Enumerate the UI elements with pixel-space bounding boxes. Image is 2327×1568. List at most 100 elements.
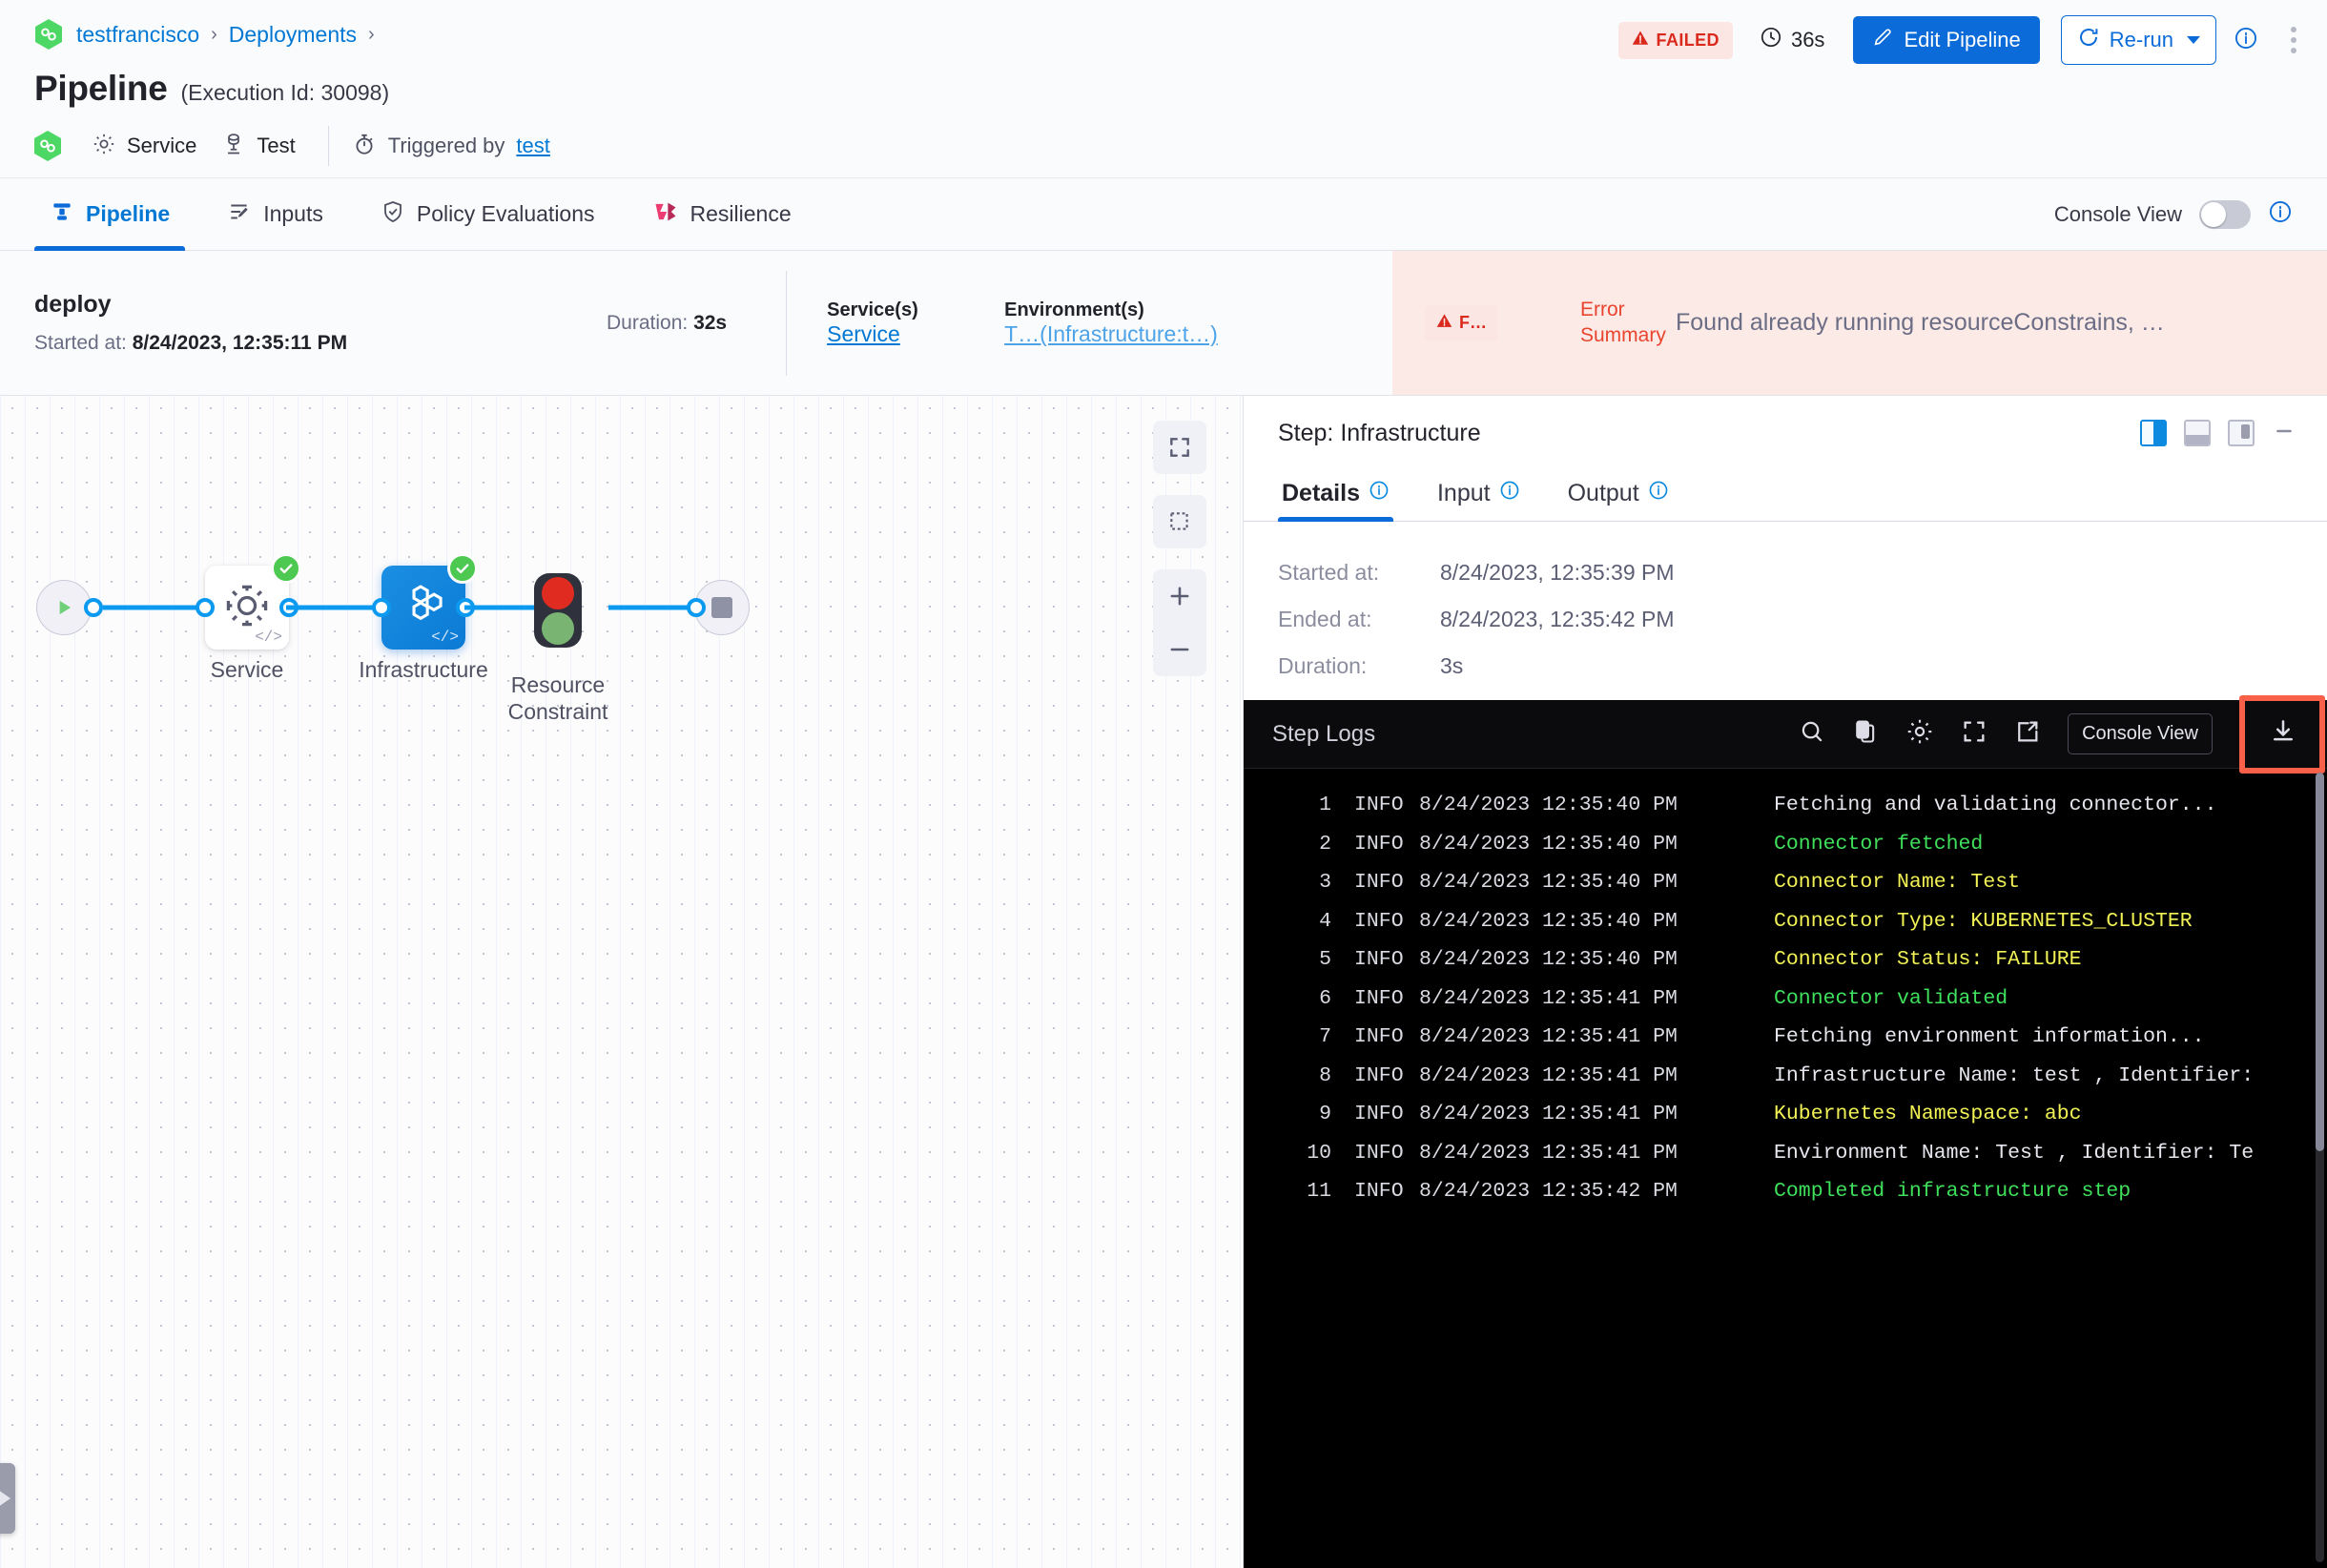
more-options-icon[interactable] — [2287, 23, 2300, 57]
detail-value: 3s — [1440, 653, 1464, 678]
graph-end-node[interactable] — [687, 580, 750, 635]
infrastructure-icon — [398, 580, 449, 636]
fullscreen-icon[interactable] — [1961, 718, 1987, 750]
logs-console-view-button[interactable]: Console View — [2068, 713, 2213, 754]
stage-error-summary: F… Error Summary Found already running r… — [1392, 251, 2327, 395]
environments-value[interactable]: T…(Infrastructure:t…) — [1004, 320, 1218, 346]
step-detail-panel: Step: Infrastructure — [1243, 396, 2327, 1568]
panel-right-icon[interactable] — [2140, 420, 2167, 446]
log-line-number: 8 — [1319, 1063, 1331, 1087]
success-check-icon — [271, 553, 301, 584]
step-logs-title: Step Logs — [1272, 720, 1376, 747]
breadcrumb: testfrancisco › Deployments › — [34, 0, 2293, 69]
detail-key: Ended at: — [1278, 607, 1372, 631]
info-icon[interactable] — [1648, 480, 1669, 507]
console-view-switch[interactable] — [2199, 199, 2251, 229]
info-icon[interactable] — [1369, 480, 1390, 507]
info-icon[interactable] — [1499, 480, 1520, 507]
graph-start-node[interactable] — [36, 580, 103, 635]
detail-key: Started at: — [1278, 560, 1380, 585]
pipeline-graph-canvas[interactable]: </> Service — [0, 396, 1243, 1568]
log-line-number: 6 — [1319, 986, 1331, 1010]
select-area-icon[interactable] — [1153, 495, 1206, 548]
execution-duration-text: 36s — [1790, 28, 1825, 52]
log-message: Connector Status: FAILURE — [1774, 948, 2082, 971]
graph-node-service[interactable]: </> Service — [196, 553, 301, 682]
fit-screen-icon[interactable] — [1153, 421, 1206, 474]
graph-edge — [464, 605, 569, 610]
logs-scrollbar[interactable] — [2316, 773, 2324, 1562]
infrastructure-node-box[interactable]: </> — [372, 553, 478, 650]
step-tab-details[interactable]: Details — [1278, 470, 1393, 522]
tab-inputs[interactable]: Inputs — [212, 178, 339, 251]
trigger-icon — [352, 132, 377, 161]
log-line-number: 3 — [1319, 871, 1331, 894]
step-panel-header: Step: Infrastructure — [1244, 396, 2327, 470]
panel-float-icon[interactable] — [2228, 420, 2255, 446]
log-timestamp: 8/24/2023 12:35:41 PM — [1419, 1141, 1678, 1165]
step-tab-input[interactable]: Input — [1433, 470, 1524, 521]
clock-icon — [1760, 26, 1782, 54]
info-icon[interactable] — [2268, 199, 2293, 229]
environment-icon — [221, 132, 246, 161]
chevron-down-icon — [2187, 36, 2200, 44]
page-title: Pipeline (Execution Id: 30098) — [34, 69, 2293, 114]
log-message: Completed infrastructure step — [1774, 1180, 2131, 1203]
stage-started-value: 8/24/2023, 12:35:11 PM — [132, 332, 348, 354]
minimize-icon[interactable] — [2272, 419, 2296, 448]
log-line-number: 7 — [1319, 1025, 1331, 1048]
graph-node-infrastructure[interactable]: </> Infrastructure — [359, 553, 488, 682]
zoom-in-icon[interactable] — [1153, 569, 1206, 623]
step-tab-output[interactable]: Output — [1564, 470, 1673, 521]
log-level: INFO — [1354, 986, 1404, 1010]
tab-pipeline[interactable]: Pipeline — [34, 178, 186, 251]
environment-meta[interactable]: Test — [221, 132, 296, 161]
edit-pipeline-label: Edit Pipeline — [1904, 28, 2021, 52]
status-badge-text: FAILED — [1656, 30, 1720, 50]
execution-meta: Service Test Triggered by test — [34, 114, 2293, 177]
execution-duration: 36s — [1760, 26, 1824, 54]
download-logs-button[interactable] — [2239, 694, 2327, 774]
console-view-label: Console View — [2053, 201, 2182, 226]
stage-services: Service(s) Service — [827, 299, 999, 347]
log-message: Fetching and validating connector... — [1774, 794, 2217, 816]
log-message: Connector Name: Test — [1774, 871, 2021, 894]
tab-policy-evaluations[interactable]: Policy Evaluations — [365, 178, 610, 251]
panel-bottom-icon[interactable] — [2184, 420, 2211, 446]
copy-icon[interactable] — [1852, 718, 1879, 750]
log-timestamp: 8/24/2023 12:35:41 PM — [1419, 1103, 1678, 1125]
zoom-out-icon[interactable] — [1153, 623, 1206, 676]
search-icon[interactable] — [1799, 718, 1825, 750]
step-panel-layout-controls — [2140, 419, 2296, 448]
pencil-icon — [1872, 27, 1893, 53]
re-run-button[interactable]: Re-run — [2060, 15, 2216, 65]
inputs-icon — [227, 199, 252, 230]
graph-node-resource-constraint[interactable]: Resource Constraint — [508, 573, 607, 724]
edit-pipeline-button[interactable]: Edit Pipeline — [1853, 16, 2040, 64]
re-run-label: Re-run — [2109, 28, 2173, 52]
warning-triangle-icon — [1632, 30, 1649, 52]
step-panel-title: Step: Infrastructure — [1278, 419, 1481, 446]
info-icon[interactable] — [2234, 26, 2258, 55]
service-node-box[interactable]: </> — [196, 553, 301, 650]
shield-check-icon — [381, 199, 405, 230]
open-external-icon[interactable] — [2014, 718, 2041, 750]
triggered-by-user[interactable]: test — [516, 134, 550, 157]
node-port-left — [372, 598, 391, 617]
log-level: INFO — [1354, 1025, 1404, 1048]
expand-drawer-handle[interactable] — [0, 1463, 15, 1534]
breadcrumb-item-deployments[interactable]: Deployments — [228, 21, 358, 47]
tab-resilience[interactable]: Resilience — [637, 178, 807, 251]
services-value[interactable]: Service — [827, 320, 900, 346]
gear-icon[interactable] — [1905, 717, 1934, 751]
breadcrumb-item-account[interactable]: testfrancisco — [76, 21, 200, 47]
service-meta[interactable]: Service — [92, 132, 196, 161]
stage-environments: Environment(s) T…(Infrastructure:t…) — [1004, 299, 1218, 347]
step-tab-input-label: Input — [1436, 480, 1491, 506]
